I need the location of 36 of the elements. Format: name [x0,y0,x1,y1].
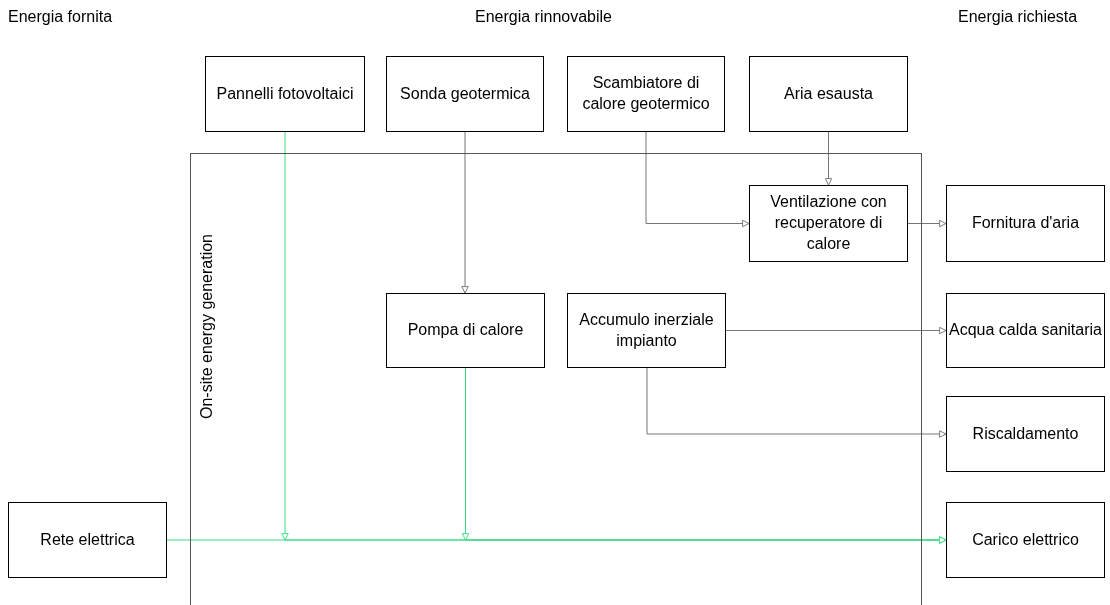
arrow [645,131,750,228]
box-label: Acqua calda sanitaria [949,320,1102,341]
process-box [946,502,1105,578]
arrow [461,131,469,294]
box-label: Aria esausta [784,83,873,104]
process-box [946,293,1105,368]
arrow [166,536,947,544]
process-box [205,56,365,132]
box-label: Pannelli fotovoltaici [216,83,354,104]
box-label: Fornitura d'aria [971,213,1080,234]
system-boundary [190,153,922,605]
box-label: Accumulo inerziale impianto [578,309,715,351]
column-heading: Energia richiesta [958,8,1078,26]
column-heading: Energia fornita [8,8,113,26]
box-label: Sonda geotermica [400,83,530,104]
process-box [946,396,1105,472]
process-box [749,185,908,262]
box-label: Pompa di calore [407,320,524,341]
process-box [567,56,725,132]
process-box [8,502,167,578]
box-label: Ventilazione con recuperatore di calore [769,192,888,254]
process-box [386,56,544,132]
arrow [907,219,947,228]
box-label: Rete elettrica [40,529,135,550]
box-label: Scambiatore di calore geotermico [581,73,711,114]
process-box [749,56,908,132]
process-box [946,185,1105,262]
process-box [567,293,726,368]
box-label: Riscaldamento [972,423,1079,444]
process-box [386,293,545,368]
arrow [824,131,833,186]
group-title: On-site energy generation [197,234,216,419]
arrow [646,367,947,438]
box-label: Carico elettrico [972,529,1079,550]
column-heading: Energia rinnovabile [475,8,612,26]
arrow [725,326,947,335]
